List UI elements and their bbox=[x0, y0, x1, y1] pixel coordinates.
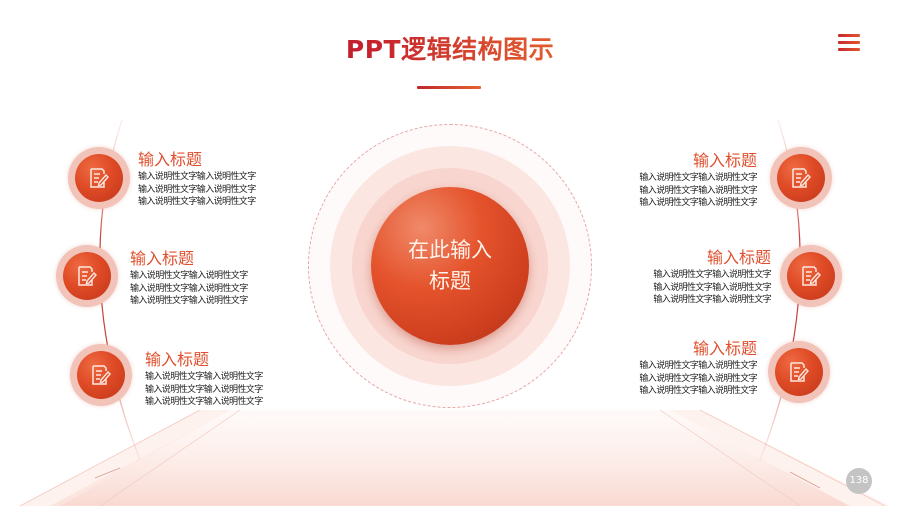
item-title[interactable]: 输入标题 bbox=[706, 248, 771, 267]
center-title-line2: 标题 bbox=[429, 269, 471, 293]
right-item-3: 输入标题 输入说明性文字输入说明性文字 输入说明性文字输入说明性文字 输入说明性… bbox=[617, 339, 757, 398]
item-desc-line: 输入说明性文字输入说明性文字 bbox=[653, 270, 771, 280]
left-item-3: 输入标题 输入说明性文字输入说明性文字 输入说明性文字输入说明性文字 输入说明性… bbox=[145, 350, 285, 409]
slide-title: PPT逻辑结构图示 bbox=[0, 30, 900, 66]
item-desc-line: 输入说明性文字输入说明性文字 bbox=[138, 184, 256, 195]
item-desc-line: 输入说明性文字输入说明性文字 bbox=[145, 397, 263, 407]
left-item-2: 输入标题 输入说明性文字输入说明性文字 输入说明性文字输入说明性文字 输入说明性… bbox=[130, 249, 270, 308]
center-title-line1: 在此输入 bbox=[408, 238, 492, 262]
right-node-2[interactable] bbox=[780, 245, 842, 307]
item-desc-line: 输入说明性文字输入说明性文字 bbox=[145, 372, 263, 382]
title-underline bbox=[417, 86, 481, 89]
right-item-1: 输入标题 输入说明性文字输入说明性文字 输入说明性文字输入说明性文字 输入说明性… bbox=[617, 151, 757, 210]
item-desc-line: 输入说明性文字输入说明性文字 bbox=[130, 271, 248, 281]
right-node-3[interactable] bbox=[768, 341, 830, 403]
item-title[interactable]: 输入标题 bbox=[130, 249, 195, 268]
item-desc-line: 输入说明性文字输入说明性文字 bbox=[130, 283, 248, 294]
center-title-circle[interactable]: 在此输入 标题 bbox=[371, 187, 529, 345]
item-title[interactable]: 输入标题 bbox=[692, 339, 757, 358]
left-node-3[interactable] bbox=[70, 344, 132, 406]
item-desc-line: 输入说明性文字输入说明性文字 bbox=[138, 197, 256, 207]
item-desc-line: 输入说明性文字输入说明性文字 bbox=[639, 386, 757, 396]
item-desc-line: 输入说明性文字输入说明性文字 bbox=[639, 198, 757, 208]
item-desc-line: 输入说明性文字输入说明性文字 bbox=[130, 296, 248, 306]
edit-document-icon bbox=[790, 362, 809, 382]
edit-document-icon bbox=[78, 266, 97, 286]
right-node-1[interactable] bbox=[770, 147, 832, 209]
left-item-1: 输入标题 输入说明性文字输入说明性文字 输入说明性文字输入说明性文字 输入说明性… bbox=[138, 150, 278, 209]
left-node-2[interactable] bbox=[56, 245, 118, 307]
edit-document-icon bbox=[792, 168, 811, 188]
item-desc-line: 输入说明性文字输入说明性文字 bbox=[138, 172, 256, 182]
floor-background bbox=[0, 410, 900, 506]
item-desc-line: 输入说明性文字输入说明性文字 bbox=[639, 185, 757, 196]
item-desc-line: 输入说明性文字输入说明性文字 bbox=[639, 173, 757, 183]
item-desc-line: 输入说明性文字输入说明性文字 bbox=[639, 361, 757, 371]
edit-document-icon bbox=[92, 365, 111, 385]
item-desc-line: 输入说明性文字输入说明性文字 bbox=[653, 295, 771, 305]
right-item-2: 输入标题 输入说明性文字输入说明性文字 输入说明性文字输入说明性文字 输入说明性… bbox=[631, 248, 771, 307]
item-title[interactable]: 输入标题 bbox=[145, 350, 210, 369]
left-node-1[interactable] bbox=[68, 147, 130, 209]
page-number-badge: 138 bbox=[846, 468, 872, 494]
hamburger-menu-icon[interactable] bbox=[838, 34, 860, 52]
item-title[interactable]: 输入标题 bbox=[138, 150, 203, 169]
item-title[interactable]: 输入标题 bbox=[692, 151, 757, 170]
item-desc-line: 输入说明性文字输入说明性文字 bbox=[145, 384, 263, 395]
center-hub: 在此输入 标题 bbox=[308, 124, 592, 408]
edit-document-icon bbox=[802, 266, 821, 286]
item-desc-line: 输入说明性文字输入说明性文字 bbox=[653, 282, 771, 293]
item-desc-line: 输入说明性文字输入说明性文字 bbox=[639, 373, 757, 384]
edit-document-icon bbox=[90, 168, 109, 188]
